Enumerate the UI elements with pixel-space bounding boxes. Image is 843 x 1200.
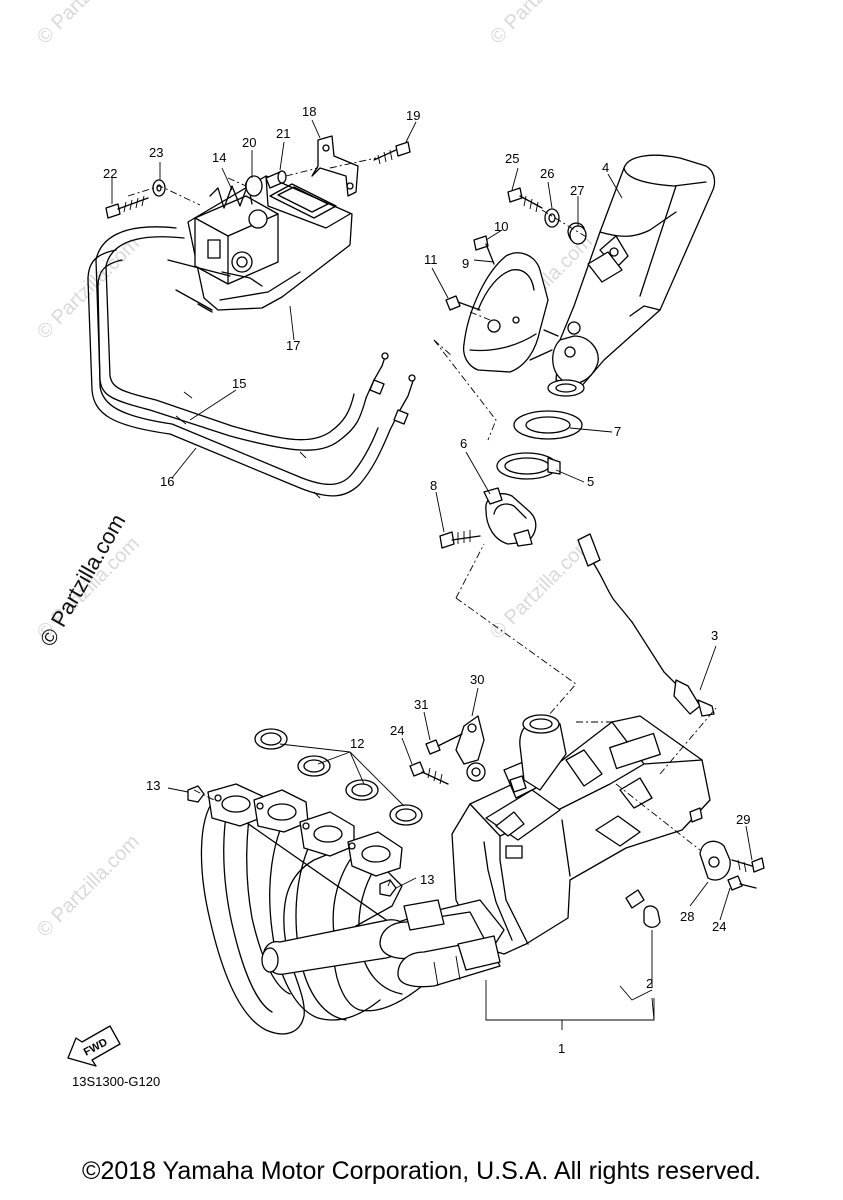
callout-25: 25 [505, 151, 519, 166]
exhaust-pipe-assembly [187, 543, 765, 1035]
o2-sensor [577, 533, 715, 717]
callout-15: 15 [232, 376, 246, 391]
leader-lines [111, 119, 753, 1030]
callout-30: 30 [470, 672, 484, 687]
watermark: © Partzilla.com [33, 831, 144, 942]
callout-14: 14 [212, 150, 226, 165]
watermark: © Partzilla.com [486, 0, 597, 49]
rear-silencer-assembly [433, 154, 716, 549]
callout-16: 16 [160, 474, 174, 489]
callout-21: 21 [276, 126, 290, 141]
callout-5: 5 [587, 474, 594, 489]
callout-2: 2 [646, 976, 653, 991]
callout-26: 26 [540, 166, 554, 181]
diagram-code: 13S1300-G120 [72, 1074, 160, 1089]
watermark: © Partzilla.com [33, 0, 144, 49]
exup-servo-assembly [87, 135, 416, 499]
forward-direction-arrow: FWD [67, 1025, 121, 1067]
copyright-notice: ©2018 Yamaha Motor Corporation, U.S.A. A… [82, 1157, 761, 1185]
callout-24: 24 [390, 723, 404, 738]
callout-23: 23 [149, 145, 163, 160]
callout-11: 11 [424, 252, 438, 267]
callout-13: 13 [420, 872, 434, 887]
callout-1: 1 [558, 1041, 565, 1056]
callout-6: 6 [460, 436, 467, 451]
callout-4: 4 [602, 160, 609, 175]
callout-28: 28 [680, 909, 694, 924]
callout-20: 20 [242, 135, 256, 150]
callout-29: 29 [736, 812, 750, 827]
callout-labels: 1 2 3 4 5 6 7 8 9 10 11 12 13 13 14 15 1… [103, 104, 750, 1056]
watermark: © Partzilla.com [486, 533, 597, 644]
callout-13: 13 [146, 778, 160, 793]
callout-9: 9 [462, 256, 469, 271]
callout-12: 12 [350, 736, 364, 751]
callout-10: 10 [494, 219, 508, 234]
callout-31: 31 [414, 697, 428, 712]
callout-18: 18 [302, 104, 316, 119]
callout-24: 24 [712, 919, 726, 934]
callout-8: 8 [430, 478, 437, 493]
partzilla-watermark: © Partzilla.com [35, 510, 131, 651]
callout-19: 19 [406, 108, 420, 123]
callout-22: 22 [103, 166, 117, 181]
callout-17: 17 [286, 338, 300, 353]
callout-27: 27 [570, 183, 584, 198]
callout-3: 3 [711, 628, 718, 643]
callout-7: 7 [614, 424, 621, 439]
